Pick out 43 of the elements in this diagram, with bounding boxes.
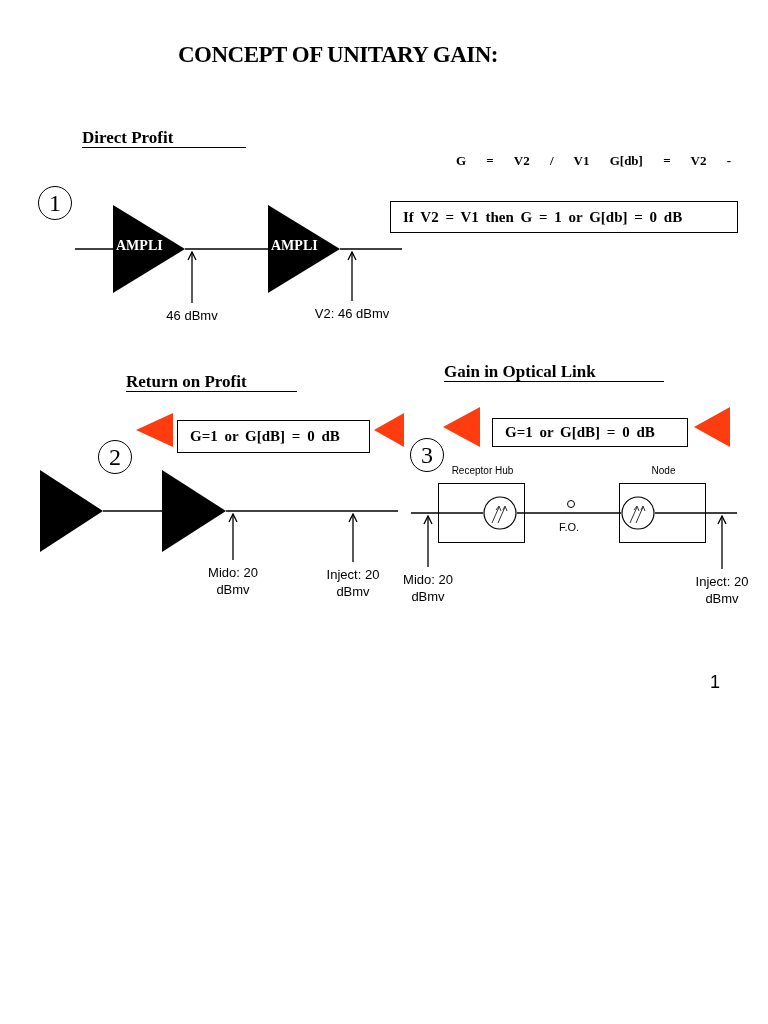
level-label: V2: 46 dBmv [302, 305, 402, 322]
signal-line [410, 512, 484, 514]
page-title: CONCEPT OF UNITARY GAIN: [176, 42, 500, 68]
return-amplifier-triangle [443, 407, 480, 447]
leader-arrow [348, 513, 358, 563]
gain-formula: G = V2 / V1 G[db] = V2 - [456, 153, 732, 169]
level-label: Mido: 20 dBmv [206, 564, 260, 598]
level-label: Inject: 20 dBmv [695, 573, 749, 607]
leader-arrow [187, 251, 197, 304]
amplifier-triangle [113, 205, 185, 293]
section-heading: Gain in Optical Link [444, 362, 664, 382]
level-label: Inject: 20 dBmv [326, 566, 380, 600]
amplifier-label: AMPLI [116, 238, 163, 254]
signal-line [184, 248, 269, 250]
signal-line [74, 248, 114, 250]
optical-module-icon [483, 496, 517, 530]
signal-line [516, 512, 622, 514]
level-label: Mido: 20 dBmv [401, 571, 455, 605]
amplifier-label: AMPLI [271, 238, 318, 254]
leader-arrow [347, 251, 357, 302]
leader-arrow [423, 515, 433, 568]
return-amplifier-triangle [694, 407, 730, 447]
signal-line [339, 248, 403, 250]
amplifier-triangle [40, 470, 103, 552]
return-amplifier-triangle [374, 413, 404, 447]
optical-module-icon [621, 496, 655, 530]
signal-line [654, 512, 738, 514]
signal-line [225, 510, 399, 512]
leader-arrow [228, 513, 238, 561]
return-amplifier-triangle [136, 413, 173, 447]
box-heading: Receptor Hub [450, 465, 515, 476]
box-heading: Node [650, 465, 677, 476]
amplifier-triangle [268, 205, 340, 293]
leader-arrow [717, 515, 727, 570]
signal-line [102, 510, 163, 512]
level-label: 46 dBmv [152, 307, 232, 324]
gain-box: G=1 or G[dB] = 0 dB [492, 418, 688, 447]
section-heading: Return on Profit [126, 372, 297, 392]
gain-box: If V2 = V1 then G = 1 or G[db] = 0 dB [390, 201, 738, 233]
page-number: 1 [710, 672, 720, 693]
section-heading: Direct Profit [82, 128, 246, 148]
amplifier-triangle [162, 470, 226, 552]
gain-box: G=1 or G[dB] = 0 dB [177, 420, 370, 453]
